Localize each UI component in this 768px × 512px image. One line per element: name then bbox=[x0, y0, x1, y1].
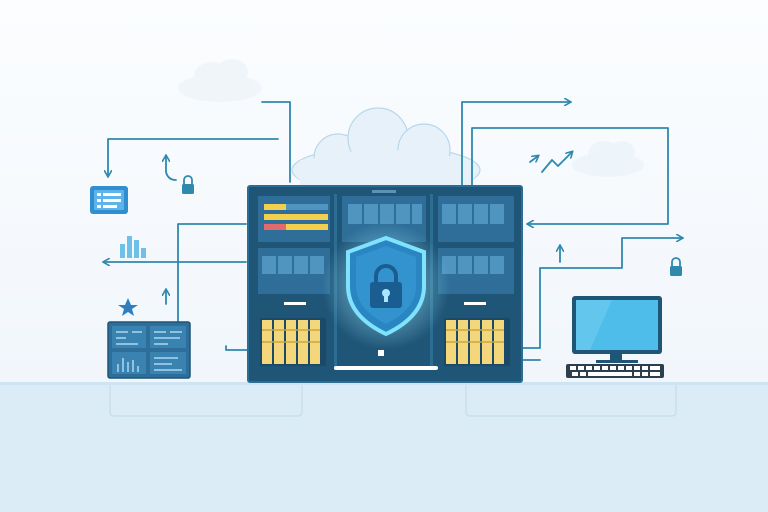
cloud-icon bbox=[572, 141, 644, 177]
padlock-icon bbox=[670, 257, 682, 276]
floor bbox=[0, 382, 768, 512]
cloud-icon bbox=[178, 59, 262, 102]
arrow-icon bbox=[108, 138, 279, 176]
floor-outline-left bbox=[109, 385, 303, 417]
drive-bay bbox=[260, 318, 326, 366]
cloud-icon bbox=[291, 107, 481, 195]
arrow-icon bbox=[461, 102, 570, 187]
arrow-icon bbox=[165, 171, 177, 181]
arrow-icon bbox=[177, 223, 247, 323]
padlock-icon bbox=[370, 264, 402, 308]
arrow-icon bbox=[521, 238, 682, 349]
floor-outline-right bbox=[465, 385, 677, 417]
document-icon bbox=[90, 186, 128, 214]
connection-lines bbox=[104, 101, 682, 361]
star-icon bbox=[118, 298, 138, 316]
drive-bay bbox=[444, 318, 510, 366]
bar-chart-icon bbox=[120, 236, 146, 258]
keyboard-icon bbox=[566, 364, 664, 378]
control-panel bbox=[107, 321, 191, 379]
padlock-icon bbox=[182, 175, 194, 194]
trend-up-icon bbox=[529, 152, 572, 173]
arrow-icon bbox=[261, 101, 291, 183]
arrow-icon bbox=[225, 345, 249, 351]
monitor-icon bbox=[572, 296, 662, 363]
arrow-icon bbox=[471, 127, 669, 224]
